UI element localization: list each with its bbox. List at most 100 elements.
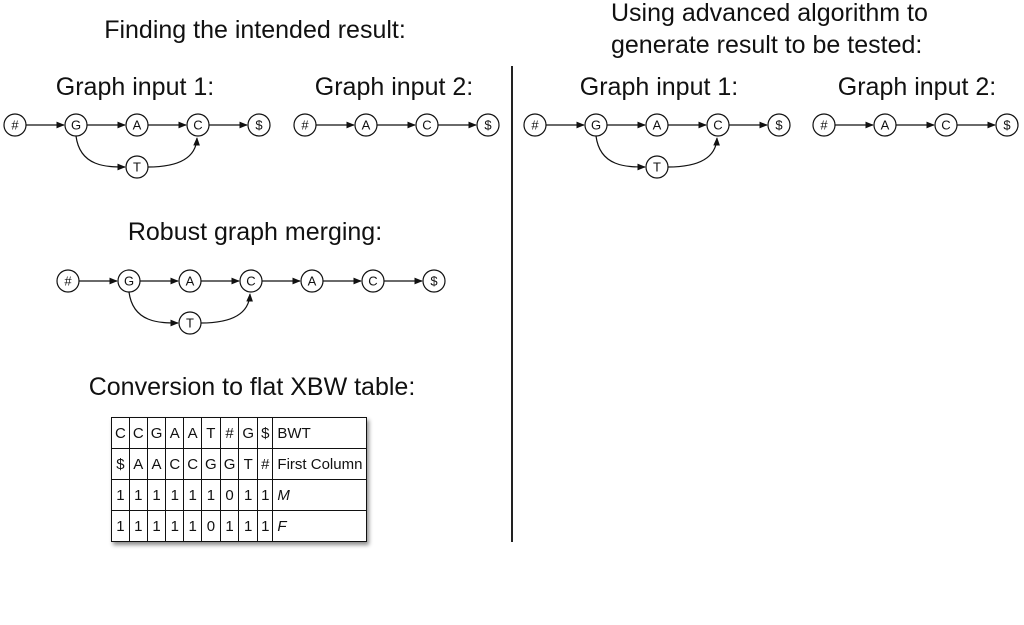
svg-text:#: # — [11, 118, 19, 133]
svg-text:#: # — [301, 118, 309, 133]
graph-branch-node: T — [125, 155, 149, 179]
graph-node: G — [64, 113, 88, 137]
xbw-cell: $ — [111, 448, 130, 480]
left-input1-label: Graph input 1: — [55, 73, 215, 101]
xbw-cell: 1 — [201, 479, 221, 511]
xbw-cell: 1 — [128, 510, 148, 542]
graph-node: $ — [476, 113, 500, 137]
right-title-line2: generate result to be tested: — [611, 31, 923, 59]
edge-arrow — [595, 135, 646, 171]
svg-text:$: $ — [1003, 118, 1011, 133]
graph-node: C — [706, 113, 730, 137]
xbw-label: Conversion to flat XBW table: — [88, 373, 416, 401]
graph-node: $ — [995, 113, 1019, 137]
graph-node: # — [293, 113, 317, 137]
left-title: Finding the intended result: — [104, 16, 406, 44]
xbw-cell: G — [201, 448, 221, 480]
svg-text:$: $ — [255, 118, 263, 133]
xbw-cell: C — [183, 448, 203, 480]
svg-text:#: # — [64, 274, 72, 289]
xbw-cell: 1 — [238, 510, 259, 542]
graph-left-input1: # G A C $ T — [3, 113, 271, 179]
edge-arrow — [200, 293, 253, 324]
edge-arrow — [667, 137, 720, 168]
xbw-cell: T — [238, 448, 259, 480]
right-input2-label: Graph input 2: — [837, 73, 997, 101]
svg-text:C: C — [941, 118, 950, 133]
svg-text:T: T — [133, 160, 141, 175]
graph-node: A — [354, 113, 378, 137]
xbw-cell: 0 — [201, 510, 221, 542]
graph-left-input2: # A C $ — [293, 113, 500, 137]
graph-node: C — [361, 269, 385, 293]
xbw-cell: A — [146, 448, 167, 480]
svg-text:C: C — [193, 118, 202, 133]
graph-node: C — [186, 113, 210, 137]
graph-node: # — [812, 113, 836, 137]
xbw-cell: 1 — [183, 479, 203, 511]
graph-merged: # G A C A C $ T — [56, 269, 446, 335]
graph-node: C — [239, 269, 263, 293]
graph-branch-node: T — [645, 155, 669, 179]
svg-text:G: G — [124, 274, 134, 289]
graph-node: $ — [767, 113, 791, 137]
graph-node: # — [523, 113, 547, 137]
xbw-cell: 1 — [238, 479, 259, 511]
graph-node: A — [178, 269, 202, 293]
xbw-cell: # — [219, 417, 240, 449]
xbw-row-label: M — [272, 479, 368, 511]
xbw-row-label: BWT — [272, 417, 368, 449]
xbw-row-label: First Column — [272, 448, 368, 480]
xbw-cell: 1 — [146, 479, 167, 511]
edge-arrow — [128, 291, 179, 327]
column-divider — [511, 66, 513, 542]
xbw-cell: G — [238, 417, 259, 449]
svg-text:A: A — [186, 274, 195, 289]
xbw-cell: 1 — [257, 510, 274, 542]
svg-text:A: A — [133, 118, 142, 133]
graph-node: # — [3, 113, 27, 137]
graph-right-input2: # A C $ — [812, 113, 1019, 137]
svg-text:$: $ — [484, 118, 492, 133]
svg-text:A: A — [308, 274, 317, 289]
xbw-cell: 1 — [111, 479, 130, 511]
svg-text:C: C — [713, 118, 722, 133]
graph-node: $ — [247, 113, 271, 137]
xbw-cell: $ — [257, 417, 274, 449]
svg-text:$: $ — [775, 118, 783, 133]
left-input2-label: Graph input 2: — [314, 73, 474, 101]
xbw-cell: C — [165, 448, 185, 480]
svg-text:$: $ — [430, 274, 438, 289]
xbw-cell: C — [111, 417, 130, 449]
xbw-cell: 1 — [111, 510, 130, 542]
svg-text:C: C — [246, 274, 255, 289]
graph-branch-node: T — [178, 311, 202, 335]
svg-text:#: # — [820, 118, 828, 133]
xbw-row-label: F — [272, 510, 368, 542]
xbw-cell: 1 — [165, 510, 185, 542]
edge-arrow — [75, 135, 126, 171]
edge-arrow — [147, 137, 200, 168]
graph-node: A — [873, 113, 897, 137]
xbw-cell: 1 — [146, 510, 167, 542]
svg-text:T: T — [653, 160, 661, 175]
merge-label: Robust graph merging: — [127, 218, 383, 246]
svg-text:C: C — [368, 274, 377, 289]
svg-text:#: # — [531, 118, 539, 133]
xbw-cell: G — [219, 448, 240, 480]
svg-text:C: C — [422, 118, 431, 133]
graph-node: A — [125, 113, 149, 137]
graph-node: C — [415, 113, 439, 137]
xbw-cell: 1 — [219, 510, 240, 542]
svg-text:A: A — [362, 118, 371, 133]
xbw-cell: A — [128, 448, 148, 480]
svg-text:A: A — [653, 118, 662, 133]
graph-node: $ — [422, 269, 446, 293]
svg-text:T: T — [186, 316, 194, 331]
